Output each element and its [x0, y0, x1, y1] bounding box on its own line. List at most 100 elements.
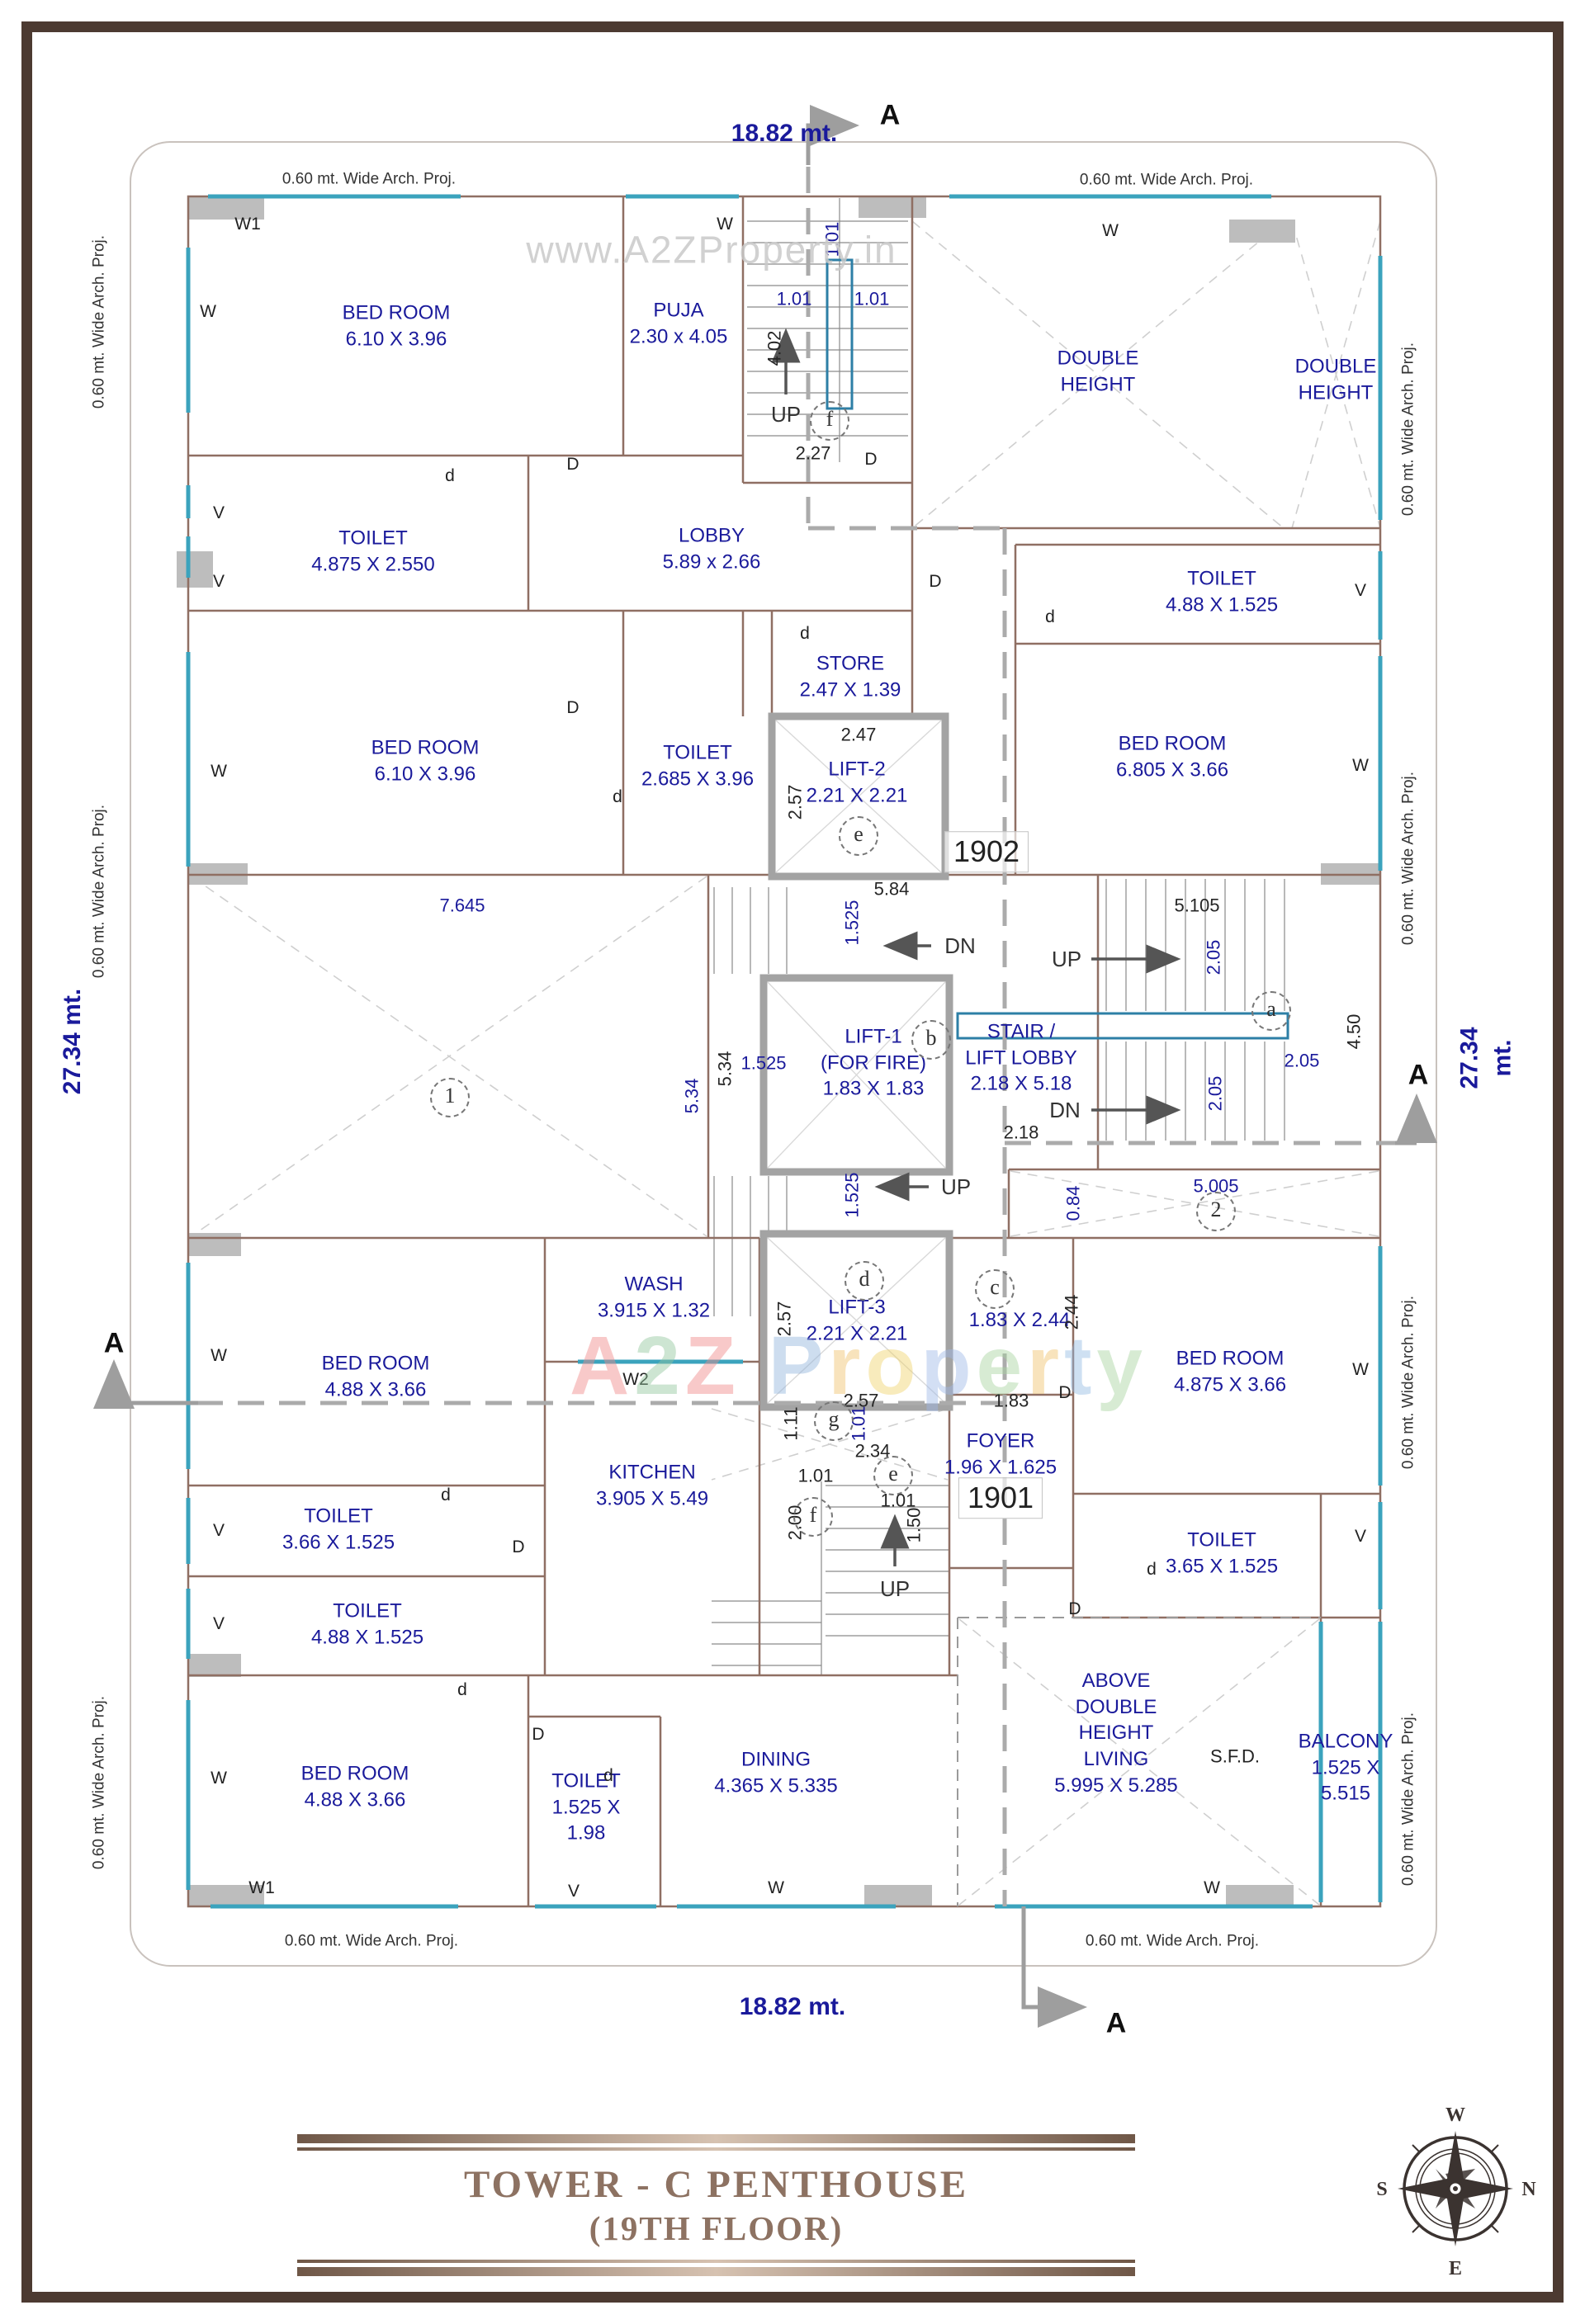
room-lift-1: LIFT-1 (FOR FIRE) 1.83 X 1.83	[821, 1025, 926, 1100]
window-w2-wash: W2	[622, 1370, 649, 1390]
vent-v-left-3: V	[212, 1521, 225, 1541]
key-circle-f-top: f	[810, 401, 849, 441]
room-kitchen: KITCHEN 3.905 X 5.49	[595, 1461, 709, 1509]
dim-101-e: 1.01	[797, 1465, 834, 1486]
door-D-bedroom-1: D	[566, 455, 580, 475]
room-double-height-2: DOUBLE HEIGHT	[1294, 355, 1377, 404]
dim-5105: 5.105	[1174, 895, 1220, 916]
key-circle-2-strip: 2	[1196, 1192, 1236, 1231]
dim-150: 1.50	[903, 1507, 925, 1543]
dir-up-bottom-stair: UP	[879, 1575, 911, 1601]
door-d-toilet-5: d	[1147, 1560, 1157, 1580]
dir-up-mid-2: UP	[940, 1174, 972, 1199]
watermark-brand: A2Z Property	[569, 1320, 1148, 1412]
dim-101-c: 1.01	[854, 288, 890, 309]
door-D-bedroom-6: D	[532, 1725, 545, 1745]
door-D-living: D	[1068, 1599, 1081, 1619]
room-bedroom-5: BED ROOM 4.875 X 3.66	[1173, 1347, 1287, 1396]
window-w-left-4: W	[211, 1769, 227, 1788]
room-bedroom-6: BED ROOM 4.88 X 3.66	[300, 1762, 409, 1811]
window-w-left-3: W	[211, 1346, 227, 1366]
room-toilet-2: TOILET 4.88 X 1.525	[1165, 567, 1279, 616]
key-circle-g: g	[814, 1401, 854, 1441]
room-puja: PUJA 2.30 x 4.05	[629, 299, 728, 347]
room-toilet-1: TOILET 4.875 X 2.550	[311, 527, 435, 575]
compass-e: E	[1449, 2258, 1462, 2279]
title-bar-top-thin	[297, 2147, 1135, 2151]
vent-v-right-1: V	[1354, 581, 1367, 601]
arch-projection-outline	[130, 141, 1437, 1967]
dim-overall-top: 18.82 mt.	[731, 120, 838, 148]
arch-proj-left-3: 0.60 mt. Wide Arch. Proj.	[90, 1695, 108, 1870]
vent-v-left-4: V	[212, 1614, 225, 1634]
page-frame	[21, 21, 1564, 2303]
room-bedroom-2: BED ROOM 6.10 X 3.96	[371, 736, 480, 785]
dim-1525-b: 1.525	[740, 1052, 787, 1074]
door-D-puja: D	[864, 450, 878, 470]
door-D-bedroom-2: D	[566, 698, 580, 718]
arch-proj-right-4: 0.60 mt. Wide Arch. Proj.	[1399, 1712, 1417, 1887]
plan-title: TOWER - C PENTHOUSE	[463, 2163, 969, 2206]
vent-v-left-2: V	[212, 572, 225, 592]
section-marker-bottom: A	[1105, 2007, 1127, 2039]
title-block: TOWER - C PENTHOUSE (19TH FLOOR)	[297, 2134, 1135, 2276]
door-D-1902: D	[929, 572, 942, 592]
door-d-toilet-1: d	[445, 466, 455, 486]
key-circle-1-terrace: 1	[430, 1078, 470, 1117]
section-marker-top: A	[879, 99, 901, 131]
room-living: ABOVE DOUBLE HEIGHT LIVING 5.995 X 5.285	[1054, 1669, 1178, 1797]
door-d-store: d	[800, 624, 810, 644]
vent-v-left-1: V	[212, 503, 225, 523]
windows	[186, 194, 1383, 1909]
room-lift-2: LIFT-2 2.21 X 2.21	[806, 758, 908, 806]
dim-247: 2.47	[840, 724, 877, 745]
key-circle-c: c	[975, 1269, 1015, 1309]
open-partitions	[957, 1617, 1321, 1906]
dim-534-b: 5.34	[714, 1051, 736, 1087]
window-w-left-2: W	[211, 762, 227, 782]
dim-overall-left: 27.34 mt.	[59, 988, 87, 1095]
room-store: STORE 2.47 X 1.39	[799, 652, 901, 701]
title-bar-bottom-thin	[297, 2260, 1135, 2263]
dim-402: 4.02	[764, 330, 785, 366]
vent-v-bottom: V	[567, 1882, 580, 1901]
arch-proj-bottom-left: 0.60 mt. Wide Arch. Proj.	[284, 1932, 459, 1950]
window-w1-bottom: W1	[248, 1878, 275, 1898]
direction-arrows	[771, 328, 1181, 1566]
door-d-toilet-2: d	[1045, 607, 1055, 627]
dim-218: 2.18	[1003, 1122, 1039, 1143]
room-dining: DINING 4.365 X 5.335	[714, 1748, 838, 1797]
dim-101-b: 1.01	[776, 288, 812, 309]
dim-084: 0.84	[1062, 1185, 1084, 1221]
room-toilet-3: TOILET 2.685 X 3.96	[641, 741, 755, 790]
door-d-toilet-3: d	[613, 787, 622, 807]
key-circle-b-lift1: b	[911, 1020, 951, 1060]
room-toilet-6: TOILET 4.88 X 1.525	[310, 1599, 424, 1648]
section-marker-left: A	[103, 1327, 125, 1359]
room-bedroom-1: BED ROOM 6.10 X 3.96	[342, 301, 451, 350]
title-bar-bottom	[297, 2267, 1135, 2276]
lift-shaft-crosses	[767, 720, 946, 1404]
compass-w: W	[1445, 2104, 1465, 2126]
door-D-bedroom-4: D	[512, 1538, 525, 1557]
room-toilet-5: TOILET 3.65 X 1.525	[1165, 1528, 1279, 1577]
arch-proj-bottom-right: 0.60 mt. Wide Arch. Proj.	[1085, 1932, 1260, 1950]
unit-number-1901: 1901	[958, 1477, 1043, 1519]
room-lift-3: LIFT-3 2.21 X 2.21	[806, 1296, 908, 1344]
section-leaders	[114, 105, 1417, 2028]
window-w1-top: W1	[234, 215, 261, 234]
dim-1525-a: 1.525	[841, 900, 863, 946]
dim-overall-bottom: 18.82 mt.	[739, 1993, 846, 2021]
key-circle-d-lift3: d	[845, 1261, 884, 1301]
arch-proj-top-right: 0.60 mt. Wide Arch. Proj.	[1079, 171, 1254, 189]
dir-up-top-stair: UP	[770, 401, 802, 427]
plan-subtitle: (19TH FLOOR)	[589, 2209, 844, 2247]
room-lobby: LOBBY 5.89 x 2.66	[662, 524, 761, 573]
key-circle-e-lift2: e	[839, 816, 878, 856]
dim-183: 1.83	[993, 1390, 1029, 1411]
room-stair-lift-lobby: STAIR / LIFT LOBBY 2.18 X 5.18	[965, 1020, 1077, 1095]
compass-s: S	[1376, 2179, 1387, 2200]
room-bedroom-4: BED ROOM 4.88 X 3.66	[321, 1352, 430, 1401]
key-circle-a-stair: a	[1251, 991, 1291, 1031]
